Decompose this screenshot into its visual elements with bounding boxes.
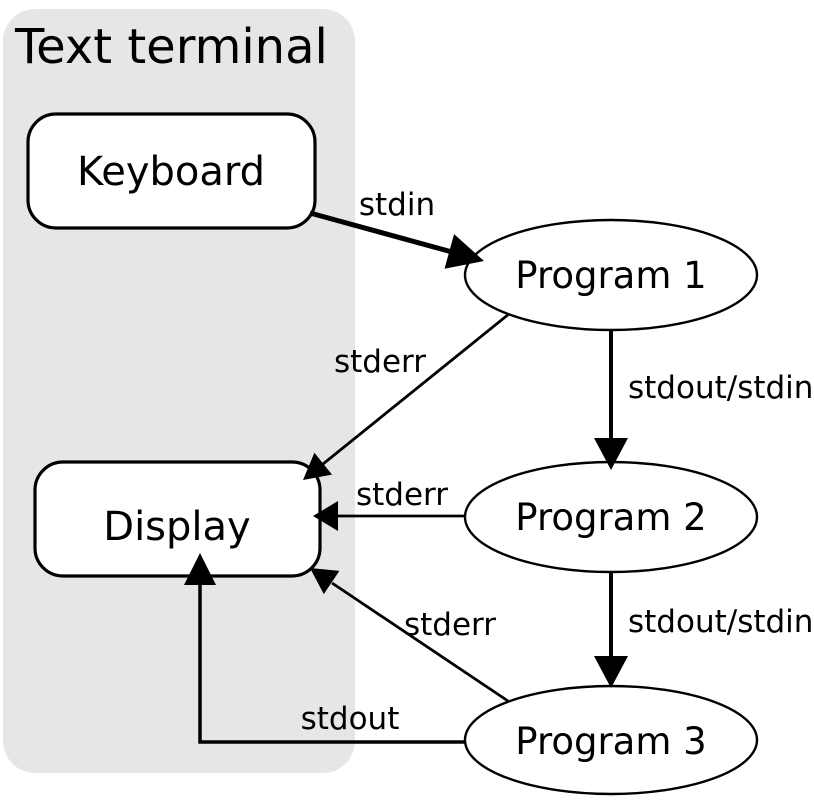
edge-stderr-program2-to-display: stderr [313,477,465,531]
stdout-label: stdout [301,701,400,737]
edge-stdin-keyboard-to-program1: stdin [309,187,484,269]
stderr1-label: stderr [334,344,426,380]
stderr2-arrowhead-icon [313,501,338,531]
stdout-stdin2-label: stdout/stdin [628,604,813,640]
stderr3-line [331,581,509,703]
stderr3-arrowhead-icon [310,568,340,595]
stdout-line [198,584,465,744]
stderr3-label: stderr [404,607,496,643]
node-program3: Program 3 [463,684,759,796]
node-display: Display [33,460,322,578]
program3-label: Program 3 [515,720,706,763]
keyboard-label: Keyboard [77,149,265,195]
node-keyboard: Keyboard [26,112,317,230]
edge-stdout-stdin-program2-to-program3: stdout/stdin [594,572,813,688]
edge-stdout-stdin-program1-to-program2: stdout/stdin [594,330,813,470]
text-terminal-title: Text terminal [14,19,328,75]
stderr1-arrowhead-icon [303,452,332,480]
node-program2: Program 2 [463,460,759,574]
stdin-arrowhead-icon [444,234,484,269]
program1-label: Program 1 [515,254,706,297]
stderr1-line [322,312,510,466]
keyboard-box [26,112,317,230]
edge-stderr-program3-to-display: stderr [310,568,509,703]
program2-label: Program 2 [515,496,706,539]
edge-stderr-program1-to-display: stderr [303,312,510,480]
stdout-arrowhead-icon [184,553,216,585]
stdin-label: stdin [359,187,435,223]
stderr2-label: stderr [356,477,448,513]
stdout-stdin1-arrowhead-icon [594,438,628,470]
edge-stdout-program3-to-display: stdout [184,553,465,744]
stdin-line [309,210,453,255]
stdout-stdin1-label: stdout/stdin [628,370,813,406]
display-label: Display [103,504,250,550]
stdout-stdin2-arrowhead-icon [594,656,628,688]
node-program1: Program 1 [463,218,759,332]
